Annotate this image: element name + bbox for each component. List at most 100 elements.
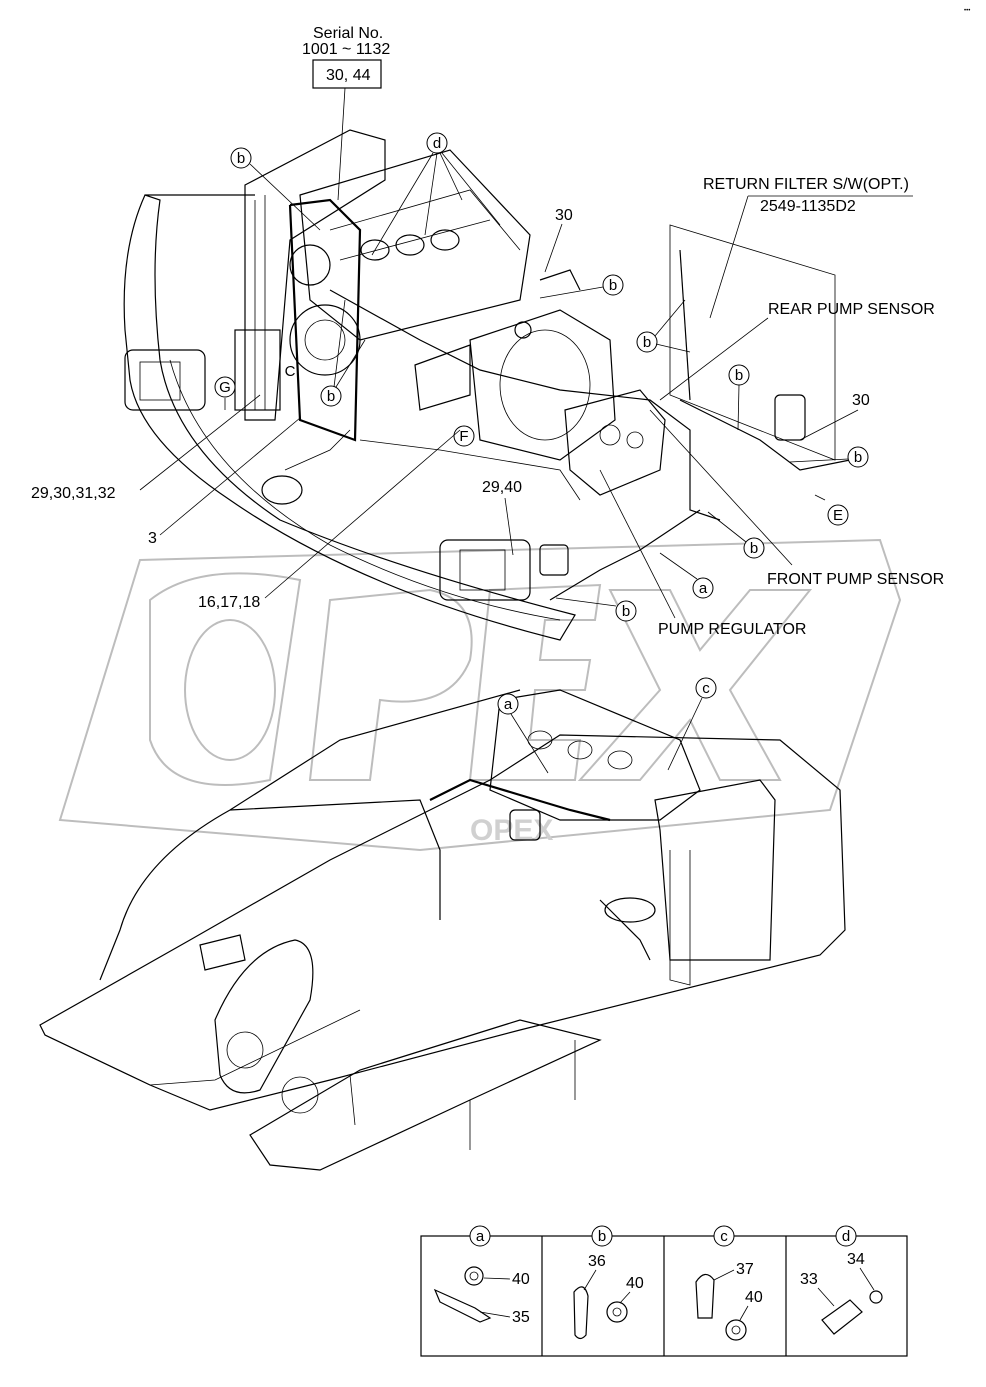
harness-wire-3 xyxy=(549,509,701,601)
rear-lamp-left xyxy=(124,349,206,411)
control-box xyxy=(234,329,281,411)
rear-lamp-center xyxy=(439,539,531,601)
legend-table: a 40 35 b 36 40 c 37 4 xyxy=(420,1225,908,1357)
clip-icon xyxy=(573,1286,589,1340)
nut-icon xyxy=(464,1266,484,1286)
svg-text:b: b xyxy=(327,388,335,405)
harness-wire-2 xyxy=(329,289,721,521)
bolt-icon xyxy=(821,1299,863,1335)
muffler xyxy=(604,897,656,923)
legend-b-part-1: 36 xyxy=(588,1253,606,1270)
label-return-filter-no: 2549-1135D2 xyxy=(760,198,856,215)
svg-text:G: G xyxy=(219,379,231,396)
boom-mount xyxy=(214,939,314,1094)
harness-panel xyxy=(669,224,836,461)
svg-text:C: C xyxy=(285,363,296,380)
svg-text:a: a xyxy=(699,580,708,597)
label-front-pump-sensor: FRONT PUMP SENSOR xyxy=(767,571,944,588)
small-lamp xyxy=(261,475,303,505)
serial-title: Serial No. xyxy=(313,25,383,42)
label-pump-regulator: PUMP REGULATOR xyxy=(658,621,806,638)
track-frame-right xyxy=(249,1019,602,1171)
callout-b-3: b xyxy=(636,299,691,353)
flywheel-housing xyxy=(469,309,616,461)
serial-boxed-parts: 30, 44 xyxy=(326,67,371,84)
callout-c-bottom: c xyxy=(667,677,717,771)
p-clip-icon xyxy=(695,1273,715,1319)
clamp-band-icon xyxy=(433,1288,492,1323)
harness-lower xyxy=(429,778,611,822)
svg-text:b: b xyxy=(643,334,651,351)
main-pump xyxy=(564,389,666,496)
svg-text:F: F xyxy=(459,428,468,445)
legend-cell-d: d 33 34 xyxy=(800,1225,883,1335)
svg-text:a: a xyxy=(504,696,513,713)
legend-d-part-2: 34 xyxy=(847,1251,865,1268)
svg-text:c: c xyxy=(702,680,710,697)
svg-text:c: c xyxy=(720,1228,728,1245)
callout-b-5: b xyxy=(728,364,750,431)
svg-text:b: b xyxy=(750,540,758,557)
svg-text:b: b xyxy=(735,367,743,384)
callout-b-4: b xyxy=(320,299,366,407)
callout-E: E xyxy=(814,494,849,526)
nut-icon-c xyxy=(725,1319,747,1341)
callout-a-top: a xyxy=(659,552,714,599)
label-3: 3 xyxy=(148,530,157,547)
svg-text:b: b xyxy=(622,603,630,620)
label-return-filter: RETURN FILTER S/W(OPT.) xyxy=(703,176,909,193)
callout-d: d xyxy=(371,132,501,256)
radiator-lower xyxy=(654,779,776,961)
serial-range: 1001 ~ 1132 xyxy=(302,41,390,58)
legend-a-part-2: 35 xyxy=(512,1309,530,1326)
alternator xyxy=(289,244,331,286)
svg-text:b: b xyxy=(609,277,617,294)
corner-mark: ••• xyxy=(964,8,970,14)
legend-a-part-1: 40 xyxy=(512,1271,530,1288)
legend-cell-b: b 36 40 xyxy=(573,1225,644,1340)
pump-regulator-unit xyxy=(539,544,569,576)
callout-a-bottom: a xyxy=(497,693,549,774)
legend-c-part-2: 40 xyxy=(745,1289,763,1306)
legend-c-part-1: 37 xyxy=(736,1261,754,1278)
harness-wire-4 xyxy=(679,399,851,471)
counterweight xyxy=(123,194,576,641)
swing-unit xyxy=(199,934,246,971)
washer-icon xyxy=(869,1290,883,1304)
callout-b-1: b xyxy=(230,147,321,231)
engine-lower xyxy=(489,689,701,821)
svg-text:d: d xyxy=(842,1228,850,1245)
lower-assembly xyxy=(39,689,846,1171)
serial-leader xyxy=(337,87,346,201)
label-16-18: 16,17,18 xyxy=(198,594,260,611)
legend-d-part-1: 33 xyxy=(800,1271,818,1288)
callout-F: F xyxy=(453,425,475,447)
svg-text:b: b xyxy=(237,150,245,167)
radiator xyxy=(244,129,386,421)
frame-outline xyxy=(39,734,846,1111)
nut-icon-b xyxy=(606,1301,628,1323)
serial-box xyxy=(312,59,382,89)
callout-C: C xyxy=(285,363,296,380)
svg-text:d: d xyxy=(433,135,441,152)
callout-b-7: b xyxy=(707,511,765,559)
callout-G: G xyxy=(214,376,236,410)
callout-b-8: b xyxy=(555,597,637,622)
label-30-a: 30 xyxy=(555,207,573,224)
svg-text:b: b xyxy=(854,449,862,466)
harness-wire-1 xyxy=(288,198,362,442)
engine-block xyxy=(299,149,531,341)
filter-lower xyxy=(509,809,541,841)
svg-text:a: a xyxy=(476,1228,485,1245)
watermark-text: OPEX xyxy=(470,814,553,847)
callout-b-2: b xyxy=(539,274,624,299)
label-29-40: 29,40 xyxy=(482,479,522,496)
callout-b-6: b xyxy=(789,446,869,468)
svg-text:E: E xyxy=(833,507,843,524)
label-29-32: 29,30,31,32 xyxy=(31,485,116,502)
svg-text:b: b xyxy=(598,1228,606,1245)
label-rear-pump-sensor: REAR PUMP SENSOR xyxy=(768,301,935,318)
legend-cell-a: a 40 35 xyxy=(433,1225,530,1326)
legend-b-part-2: 40 xyxy=(626,1275,644,1292)
